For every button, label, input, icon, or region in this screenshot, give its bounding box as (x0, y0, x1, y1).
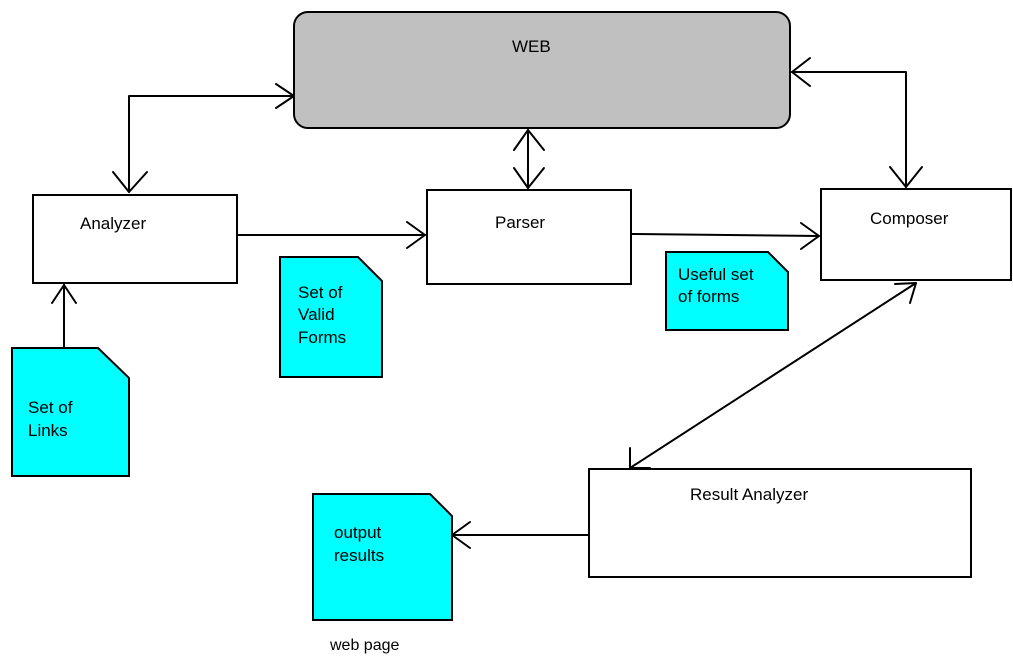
output-arrowhead (451, 521, 471, 549)
web-left-arrowhead (275, 83, 295, 109)
analyzer-arrowhead (112, 171, 148, 193)
valid-forms-line-2: Valid (298, 305, 335, 324)
result-analyzer-label: Result Analyzer (690, 485, 808, 504)
composer-box (820, 188, 1012, 281)
analyzer-web-connector (128, 95, 295, 193)
parser-bottom-arrowhead (513, 167, 545, 189)
web-right-arrowhead (791, 57, 811, 87)
web-page-caption: web page (329, 637, 399, 654)
set-of-valid-forms-document: Set of Valid Forms (279, 256, 383, 378)
parser-top-arrowhead (513, 129, 545, 151)
composer-web-connector (791, 71, 907, 188)
parser-box (426, 189, 632, 285)
composer-result-connector (629, 282, 917, 469)
web-box (293, 11, 791, 129)
valid-forms-line-3: Forms (298, 328, 346, 347)
parser-composer-connector (630, 233, 820, 237)
set-of-links-document: Set of Links (11, 347, 130, 477)
output-results-line-1: output (334, 523, 382, 542)
web-label: WEB (512, 37, 551, 56)
output-results-document: output results (312, 493, 453, 621)
composer-arrowhead (889, 166, 923, 188)
composer-left-arrowhead (800, 222, 820, 250)
output-results-line-2: results (334, 546, 384, 565)
set-of-links-line-2: Links (28, 421, 68, 440)
result-analyzer-arrowhead (629, 447, 651, 469)
analyzer-bottom-arrowhead (51, 284, 77, 304)
result-analyzer-box (588, 468, 972, 578)
useful-forms-line-2: of forms (678, 287, 739, 306)
valid-forms-line-1: Set of (298, 283, 343, 302)
parser-label: Parser (495, 213, 545, 232)
set-of-links-line-1: Set of (28, 398, 73, 417)
analyzer-label: Analyzer (80, 214, 146, 233)
analyzer-box (32, 194, 238, 284)
composer-bottom-arrowhead (894, 282, 917, 304)
useful-set-of-forms-document: Useful set of forms (665, 251, 789, 331)
composer-label: Composer (870, 209, 949, 228)
parser-left-arrowhead (406, 221, 426, 249)
useful-forms-line-1: Useful set (678, 265, 754, 284)
